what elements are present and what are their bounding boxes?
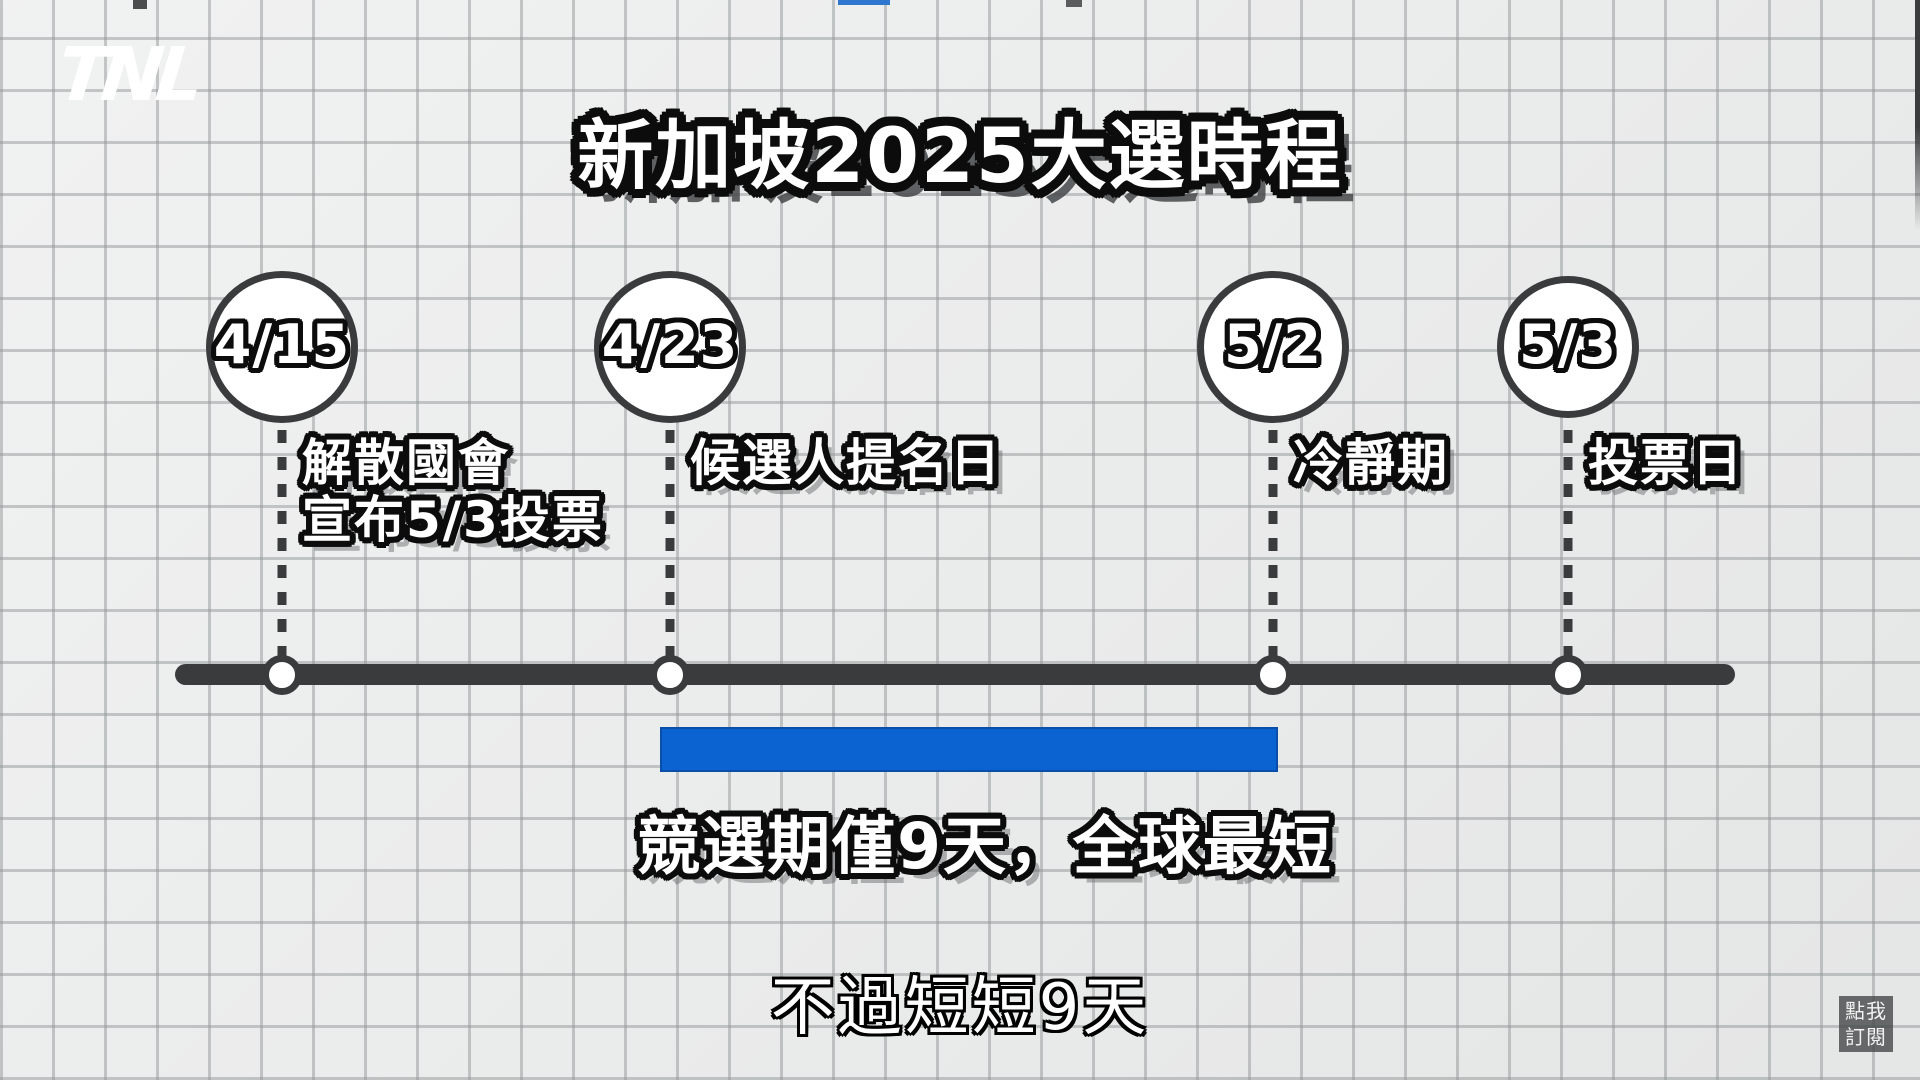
campaign-period-caption: 競選期僅9天，全球最短 (637, 810, 1333, 883)
subscribe-button-line2: 訂閱 (1845, 1025, 1887, 1049)
timeline-track (175, 664, 1735, 685)
video-progress-sliver (838, 0, 890, 5)
timeline-event-date: 5/3 (1519, 313, 1617, 376)
timeline-event-label: 解散國會 宣布5/3投票 (302, 434, 604, 549)
timeline-dotted-connector (277, 430, 287, 658)
timeline-event-date: 4/15 (213, 313, 351, 376)
top-edge-mark (1066, 0, 1082, 7)
timeline-event-date: 4/23 (601, 313, 739, 376)
timeline-event-label: 冷靜期 (1293, 434, 1449, 492)
campaign-period-bar (660, 727, 1278, 772)
timeline-dotted-connector (1563, 430, 1573, 658)
timeline-dotted-connector (1268, 430, 1278, 658)
timeline-node (1548, 655, 1588, 695)
timeline-dotted-connector (665, 430, 675, 658)
timeline-event-bubble: 4/15 (206, 271, 358, 423)
timeline-event-label: 候選人提名日 (690, 434, 1002, 492)
video-subtitle: 不過短短9天 (770, 971, 1150, 1045)
right-edge-shade (1915, 0, 1920, 230)
timeline-node (1253, 655, 1293, 695)
timeline-event-date: 5/2 (1224, 313, 1322, 376)
timeline-node (262, 655, 302, 695)
timeline-event-bubble: 5/3 (1497, 276, 1639, 418)
timeline-event-bubble: 5/2 (1197, 271, 1349, 423)
timeline-event-label: 投票日 (1588, 434, 1744, 492)
timeline-event-bubble: 4/23 (594, 271, 746, 423)
subscribe-button-line1: 點我 (1845, 999, 1887, 1023)
timeline-node (650, 655, 690, 695)
subscribe-button[interactable]: 點我 訂閱 (1839, 996, 1893, 1052)
top-edge-mark (133, 0, 147, 9)
page-title: 新加坡2025大選時程 (577, 111, 1343, 200)
